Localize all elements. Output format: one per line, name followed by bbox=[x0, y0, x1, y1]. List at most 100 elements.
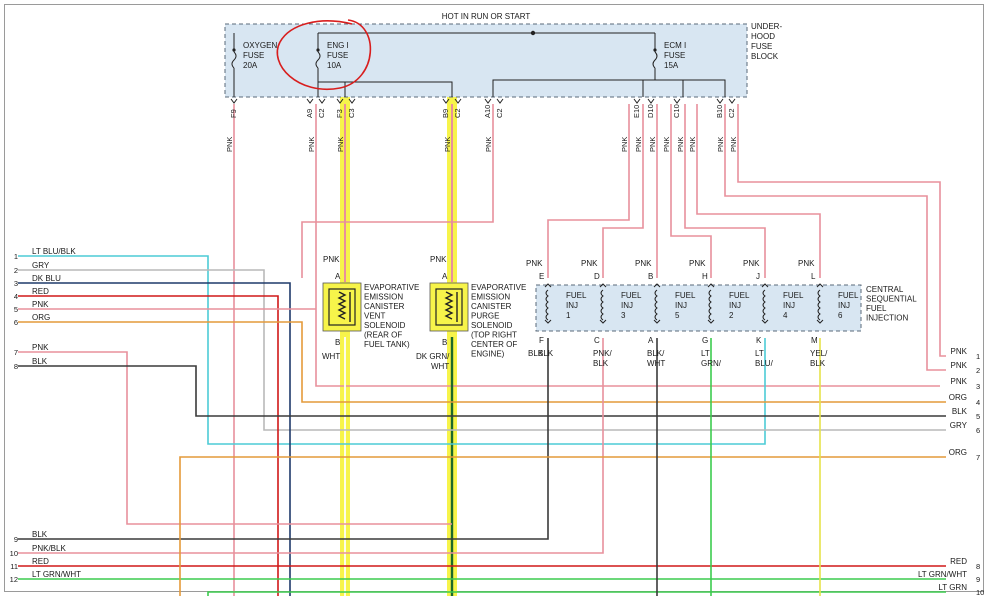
connector-chevron bbox=[454, 98, 462, 104]
injector-bottom-pin: M bbox=[811, 336, 818, 345]
right-connector-pin: 4 bbox=[976, 398, 980, 407]
right-wire-label: PNK bbox=[951, 377, 968, 386]
components-layer bbox=[224, 19, 862, 332]
fuse-terminal-label: D10 bbox=[646, 104, 655, 118]
injector-top-pin: D bbox=[594, 272, 600, 281]
injector-name: INJ bbox=[729, 301, 741, 310]
injector-number: 6 bbox=[838, 311, 843, 320]
pnk-vertical-label: PNK bbox=[336, 137, 345, 152]
solenoid-purge-out-label-2: WHT bbox=[431, 362, 449, 371]
left-wire-label: GRY bbox=[32, 261, 50, 270]
fuse-ecm1-label: 15A bbox=[664, 61, 679, 70]
left-connector-pin: 6 bbox=[14, 318, 18, 327]
connector-chevron bbox=[336, 98, 344, 104]
e10-inj1-feed bbox=[547, 104, 630, 278]
ecm1-output-b10 bbox=[655, 79, 726, 97]
c2-right1-wire bbox=[737, 104, 946, 357]
fuse-ecm1-label: ECM I bbox=[664, 41, 686, 50]
injector-bottom-pin: A bbox=[648, 336, 654, 345]
injector-number: 3 bbox=[621, 311, 626, 320]
injector-out-wire-label: PNK/ bbox=[593, 349, 612, 358]
a9-feed-wire bbox=[315, 104, 940, 387]
solenoid-purge-label: CENTER OF bbox=[471, 340, 517, 349]
right-wire-label: BLK bbox=[952, 407, 968, 416]
connector-chevron bbox=[348, 98, 356, 104]
solenoid-vent-out-label: WHT bbox=[322, 352, 340, 361]
right-wire-label: GRY bbox=[950, 421, 968, 430]
b10-inj6-feed bbox=[696, 104, 821, 278]
left-wire-label: ORG bbox=[32, 313, 50, 322]
connector-chevron bbox=[716, 98, 724, 104]
fuse-terminal-label: B9 bbox=[441, 109, 450, 118]
injector-coil bbox=[654, 289, 658, 321]
injector-arrow-top bbox=[599, 283, 607, 288]
fuse-terminal-label: E10 bbox=[632, 105, 641, 118]
injector-arrow-top bbox=[544, 283, 552, 288]
blk-wire-9 bbox=[18, 338, 549, 540]
injector-bottom-pin: F bbox=[539, 336, 544, 345]
solenoid-vent-label: SOLENOID bbox=[364, 321, 406, 330]
injector-out-wire-label: YEL/ bbox=[810, 349, 828, 358]
right-wire-label: ORG bbox=[949, 393, 967, 402]
injector-name: INJ bbox=[621, 301, 633, 310]
solenoid-vent-pin-a: A bbox=[335, 272, 341, 281]
right-connector-pin: 9 bbox=[976, 575, 980, 584]
right-connector-pin: 8 bbox=[976, 562, 980, 571]
right-connector-pin: 5 bbox=[976, 412, 980, 421]
fuse-terminal-label: C2 bbox=[495, 108, 504, 118]
e10-inj3-feed bbox=[602, 104, 644, 278]
fuse-block-label-line: UNDER- bbox=[751, 22, 782, 31]
solenoid-vent-label: EVAPORATIVE bbox=[364, 283, 419, 292]
injector-arrow-top bbox=[653, 283, 661, 288]
injector-arrow-bottom bbox=[653, 319, 661, 324]
left-connector-pin: 3 bbox=[14, 279, 18, 288]
fuse-terminal-label: B10 bbox=[715, 105, 724, 118]
right-connector-pin: 10 bbox=[976, 588, 984, 596]
left-connector-pin: 7 bbox=[14, 348, 18, 357]
eng1-output bbox=[317, 68, 346, 97]
left-connector-pin: 8 bbox=[14, 362, 18, 371]
solenoid-purge-label: PURGE bbox=[471, 312, 499, 321]
solenoid-purge-frame bbox=[435, 288, 463, 326]
left-wire-label: RED bbox=[32, 287, 49, 296]
solenoid-purge-label: SOLENOID bbox=[471, 321, 513, 330]
fuse-dot bbox=[232, 48, 236, 52]
pnk-vertical-label: PNK bbox=[729, 137, 738, 152]
left-connector-pin: 9 bbox=[14, 535, 18, 544]
injector-out-wire-label-2: GRN/ bbox=[701, 359, 722, 368]
fuse-ecm1-symbol bbox=[652, 51, 658, 69]
left-wire-label: PNK bbox=[32, 300, 49, 309]
right-connector-pin: 7 bbox=[976, 453, 980, 462]
pnk-vertical-label: PNK bbox=[307, 137, 316, 152]
eng1-output-b9 bbox=[345, 81, 453, 97]
bus-junction bbox=[530, 30, 536, 36]
right-wire-label: PNK bbox=[951, 361, 968, 370]
a10-feed-wire bbox=[301, 104, 494, 278]
injector-coil bbox=[545, 289, 549, 321]
pnk-vertical-label: PNK bbox=[676, 137, 685, 152]
ecm1-output bbox=[492, 68, 656, 97]
annotation-circle bbox=[276, 19, 372, 91]
central-sfi-block bbox=[535, 284, 862, 332]
gry-wire bbox=[18, 269, 946, 431]
injector-in-label: PNK bbox=[798, 259, 815, 268]
injector-name: INJ bbox=[783, 301, 795, 310]
solenoid-vent-label: FUEL TANK) bbox=[364, 340, 410, 349]
fuse-eng1-label: 10A bbox=[327, 61, 342, 70]
injector-bottom-pin: C bbox=[594, 336, 600, 345]
injector-in-label: PNK bbox=[743, 259, 760, 268]
solenoid-vent-pin-b: B bbox=[335, 338, 340, 347]
solenoid-vent-in-label: PNK bbox=[323, 255, 340, 264]
injector-top-pin: J bbox=[756, 272, 760, 281]
injector-coil bbox=[762, 289, 766, 321]
solenoid-purge-in-label: PNK bbox=[430, 255, 447, 264]
right-connector-pin: 3 bbox=[976, 382, 980, 391]
solenoid-purge-label: EMISSION bbox=[471, 293, 510, 302]
injector-out-wire-label: LT bbox=[701, 349, 710, 358]
injector-out-wire-label: BLK bbox=[538, 349, 554, 358]
fuse-oxygen-symbol bbox=[231, 51, 237, 69]
solenoid-vent-label: VENT bbox=[364, 312, 385, 321]
solenoid-vent-label: EMISSION bbox=[364, 293, 403, 302]
